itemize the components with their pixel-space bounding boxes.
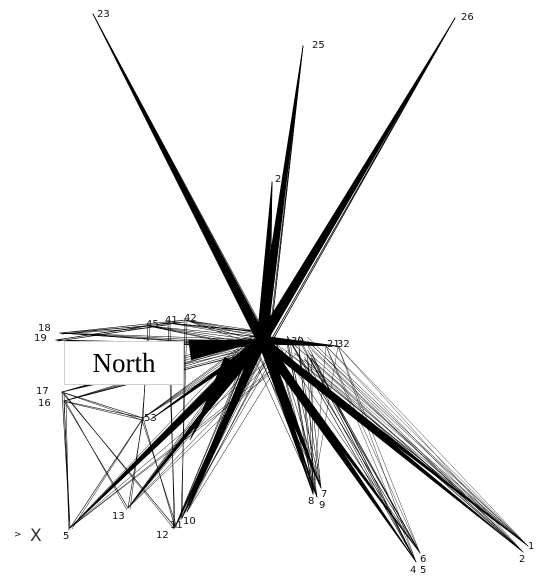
node-label-53: 53 [144, 413, 157, 424]
spike-to-node-39 [261, 335, 291, 345]
spike-to-node-23 [92, 13, 267, 343]
node-label-6: 6 [420, 554, 426, 565]
node-label-17: 17 [36, 386, 49, 397]
edge-to-node-45 [147, 325, 265, 338]
edge-to-node-10 [186, 340, 275, 513]
edge-32-1 [337, 345, 529, 547]
edge-18-42 [61, 321, 185, 335]
edge-21-1 [325, 345, 529, 547]
node-label-1: 1 [528, 541, 534, 552]
edge-to-node-1 [307, 337, 529, 547]
edge-19-42 [55, 319, 186, 341]
edge-39-1 [289, 340, 529, 547]
node-label-25: 25 [312, 40, 325, 51]
edge-17-12 [63, 392, 175, 530]
spike-layer [69, 13, 529, 563]
spike-left-band [188, 339, 263, 361]
edge-to-node-45 [147, 325, 260, 341]
edge-to-node-41 [167, 322, 265, 333]
node-label-45: 45 [146, 319, 159, 330]
edge-18-42 [59, 319, 186, 334]
node-label-12: 12 [156, 530, 169, 541]
node-label-10: 10 [183, 516, 196, 527]
node-label-2: 2 [519, 554, 525, 565]
node-label-7: 7 [321, 489, 327, 500]
north-label-box: North [64, 341, 184, 385]
edge-to-node-2 [298, 335, 524, 553]
north-label: North [92, 347, 156, 378]
edge-21-4 [325, 345, 417, 563]
edge-to-node-1 [304, 359, 529, 547]
edge-39-2 [289, 340, 524, 553]
edge-to-node-13 [127, 359, 272, 509]
edge-to-node-6 [307, 349, 421, 554]
edge-to-node-13 [127, 357, 285, 509]
edge-to-node-53 [142, 332, 260, 419]
node-label-26: 26 [461, 12, 474, 23]
node-label-32: 32 [337, 339, 350, 350]
node-label-21: 21 [327, 339, 340, 350]
edge-to-node-6 [274, 339, 421, 554]
edge-16-13 [63, 400, 129, 509]
edge-to-node-26 [269, 17, 456, 343]
node-label-11: 11 [170, 520, 183, 531]
node-label-9: 9 [319, 500, 325, 511]
node-label-8: 8 [308, 496, 314, 507]
node-label-5a: 5 [63, 531, 69, 542]
arrow-spike [189, 356, 236, 441]
edge-to-node-53 [142, 332, 268, 419]
node-label-5b: 5 [420, 565, 426, 576]
edge-17-5a [61, 391, 71, 529]
edge-to-node-41 [167, 322, 260, 335]
node-label-4: 4 [410, 565, 416, 576]
node-label-39: 39 [291, 336, 304, 347]
node-label-16: 16 [38, 398, 51, 409]
edge-16-5a [65, 401, 70, 531]
edge-17-53 [61, 391, 144, 419]
node-label-13: 13 [112, 511, 125, 522]
edge-17-12 [61, 391, 176, 528]
edge-to-node-10 [186, 349, 288, 513]
edge-to-node-53 [142, 331, 265, 419]
axis-marker: > [14, 530, 22, 540]
node-label-19: 19 [34, 333, 47, 344]
edge-to-node-2 [307, 340, 524, 553]
edge-to-node-25 [269, 45, 304, 343]
node-label-41: 41 [165, 315, 178, 326]
edge-to-node-9 [255, 343, 318, 498]
edge-16-13 [65, 401, 128, 511]
edge-to-node-1 [311, 344, 529, 547]
node-label-42: 42 [184, 313, 197, 324]
axis-x-label: X [30, 526, 42, 546]
edge-to-node-9 [298, 354, 318, 498]
edge-12-53 [141, 419, 178, 529]
edge-21-2 [325, 345, 524, 553]
edge-to-node-4 [307, 344, 417, 563]
edge-21-6 [325, 345, 421, 554]
edge-32-4 [337, 345, 417, 563]
edge-32-6 [337, 345, 421, 554]
edge-32-8 [312, 345, 339, 495]
edge-19-42 [57, 321, 185, 342]
edge-16-53 [63, 400, 144, 419]
edge-17-5a [63, 392, 70, 531]
edge-to-node-1 [294, 356, 529, 547]
node-label-18: 18 [38, 323, 51, 334]
edge-5a-53 [69, 417, 144, 529]
edge-18-45 [61, 327, 148, 335]
edge-to-node-42 [184, 319, 257, 341]
edge-16-53 [65, 401, 143, 421]
edge-to-node-42 [184, 319, 260, 338]
node-label-23: 23 [97, 9, 110, 20]
edge-to-node-42 [184, 319, 265, 335]
edge-17-53 [63, 392, 143, 421]
node-label-27: 27 [275, 174, 288, 185]
